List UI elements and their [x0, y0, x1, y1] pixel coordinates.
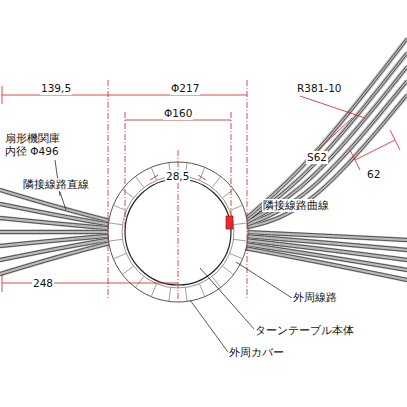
- right-curved-track-bed: [244, 39, 407, 220]
- dimension-label: Φ217: [170, 82, 200, 95]
- dim-line-top: [2, 95, 247, 96]
- right-curved-track-rail: [244, 37, 407, 218]
- cover-segment-line: [230, 205, 243, 210]
- extension-line: [231, 112, 232, 232]
- extension-line: [247, 80, 248, 300]
- leader-line: [190, 300, 228, 352]
- red-marker: [226, 216, 233, 229]
- cover-segment-line: [109, 239, 123, 241]
- right-straight-track-rail: [244, 246, 407, 278]
- cover-segment-line: [234, 223, 248, 225]
- cover-segment-line: [222, 189, 233, 198]
- right-curved-track-rail: [244, 41, 407, 222]
- cover-segment-line: [135, 276, 144, 287]
- cover-segment-line: [212, 276, 221, 287]
- left-track-bed: [0, 218, 112, 229]
- dim-tick: [150, 175, 158, 180]
- cover-segment-line: [109, 223, 123, 225]
- right-curved-track-bed: [244, 81, 407, 226]
- right-curved-track-rail: [244, 51, 407, 220]
- dimension-label: 139,5: [40, 82, 72, 95]
- leader-line: [252, 210, 262, 218]
- dim-line-phi160: [125, 120, 231, 121]
- right-straight-track-rail: [244, 250, 407, 282]
- left-track-bed: [0, 230, 112, 235]
- left-track-bed: [0, 243, 112, 275]
- cover-segment-line: [199, 284, 204, 297]
- cover-segment-line: [122, 189, 133, 198]
- cover-segment-line: [212, 176, 221, 187]
- right-curved-track-rail: [244, 69, 407, 226]
- right-curved-track-rail: [244, 83, 407, 228]
- left-track-rail: [0, 241, 112, 273]
- leader-line: [236, 262, 292, 298]
- part-label: ターンテーブル本体: [254, 324, 355, 337]
- part-label: 扇形機関庫 内径 Φ496: [4, 132, 68, 157]
- dimension-label: 62: [366, 168, 381, 181]
- cover-segment-line: [151, 284, 156, 297]
- right-straight-track-rail: [244, 246, 407, 272]
- cover-segment-line: [113, 253, 126, 258]
- extension-line: [108, 80, 109, 300]
- leader-line: [200, 268, 255, 330]
- extension-line: [125, 112, 126, 232]
- cover-segment-line: [234, 239, 248, 241]
- left-track-rail: [0, 230, 112, 231]
- right-curved-track-rail: [244, 97, 407, 230]
- dim-tick: [2, 274, 3, 292]
- radius-leader: [300, 96, 365, 118]
- dim-tick: [350, 130, 400, 170]
- part-label: 外周カバー: [228, 346, 285, 359]
- dimension-label: S62: [306, 151, 328, 164]
- cover-segment-line: [169, 288, 171, 302]
- right-straight-track-bed: [244, 244, 407, 270]
- part-label: 隣接線路曲線: [262, 199, 330, 212]
- left-track-rail: [0, 233, 112, 234]
- part-label: 隣接線路直線: [22, 178, 90, 191]
- dimension-label: 248: [32, 277, 54, 290]
- cover-segment-line: [185, 288, 187, 302]
- left-track-rail: [0, 220, 112, 231]
- left-track-rail: [0, 244, 112, 276]
- s62-leader: [318, 118, 352, 150]
- cover-segment-line: [230, 253, 243, 258]
- dim-line-62: [355, 140, 395, 160]
- right-curved-track-bed: [244, 67, 407, 224]
- right-straight-track-bed: [244, 248, 407, 280]
- dimension-label: Φ160: [163, 107, 193, 120]
- dim-tick: [198, 175, 206, 180]
- dimension-lines: [2, 80, 400, 300]
- right-curved-track-bed: [244, 95, 407, 228]
- dimension-label: R381-10: [296, 82, 343, 95]
- leader-line: [60, 192, 66, 210]
- cover-segment-line: [135, 176, 144, 187]
- dimension-label: 28,5: [165, 170, 190, 183]
- dim-line-248: [2, 283, 178, 284]
- part-label: 外周線路: [292, 291, 338, 304]
- cover-segment-line: [222, 266, 233, 275]
- cover-segment-line: [122, 266, 133, 275]
- dim-tick: [2, 86, 3, 104]
- cover-segment-line: [113, 205, 126, 210]
